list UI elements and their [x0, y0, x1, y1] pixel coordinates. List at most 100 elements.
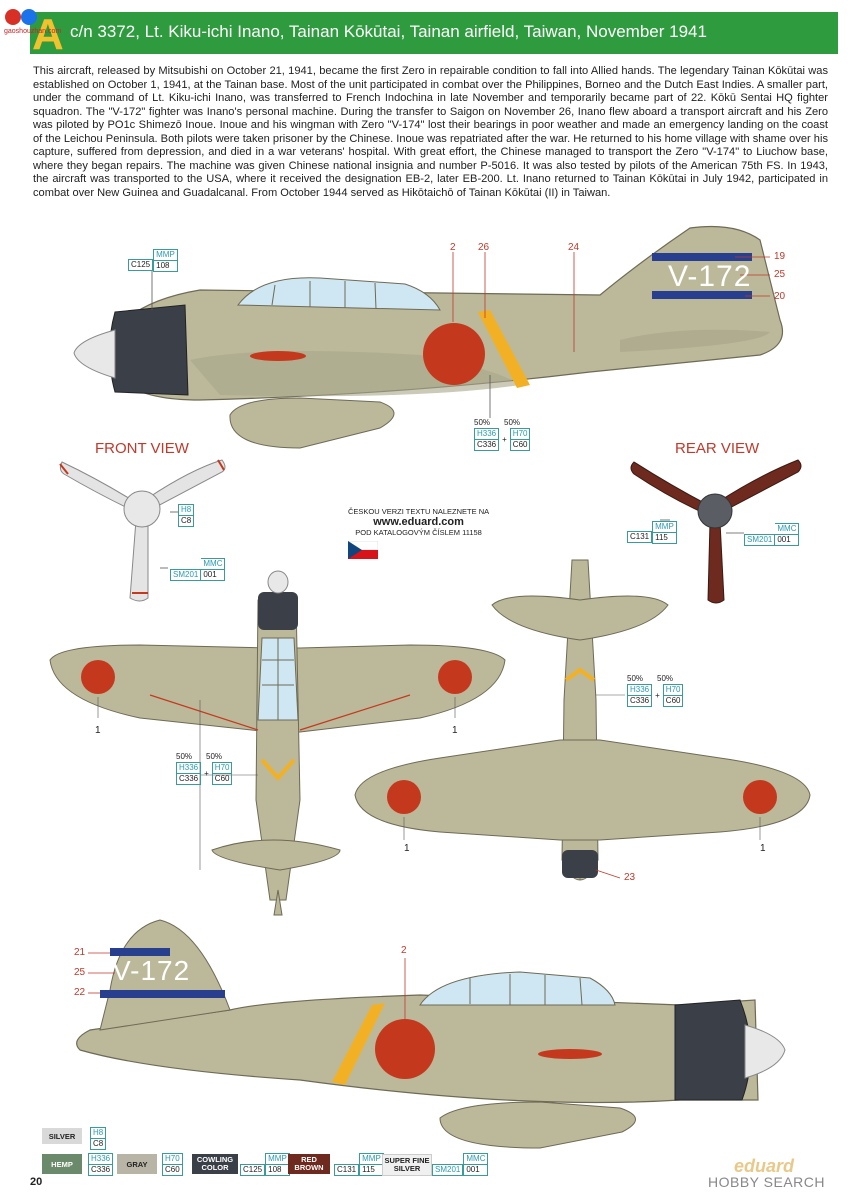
code-c60-2: C60 — [212, 773, 232, 783]
code-001-rear: 001 — [775, 534, 799, 545]
legend-gray: GRAY — [117, 1154, 157, 1174]
history-text: This aircraft, released by Mitsubishi on… — [33, 65, 828, 199]
pct-gray-3: 50% — [657, 674, 674, 683]
legend-silver: SILVER — [42, 1128, 82, 1144]
code-c8: C8 — [179, 515, 194, 525]
callout-1-bottom-right: 1 — [760, 843, 766, 854]
plus-sign-3: + — [655, 690, 660, 700]
callout-25-top: 25 — [774, 269, 786, 280]
legend-code-c125: C125 — [240, 1164, 266, 1176]
legend-code-h70: H70 — [162, 1153, 183, 1165]
czech-line1: ČESKOU VERZI TEXTU NALEZNETE NA — [348, 507, 490, 516]
legend-code-mmc: MMC — [463, 1153, 489, 1165]
code-c336-3: C336 — [628, 695, 652, 705]
legend-hemp-codes: H336 C336 — [88, 1153, 114, 1176]
site-watermark-logo: gaoshouzhan.com — [4, 6, 61, 35]
plus-sign: + — [502, 434, 507, 444]
legend-code-c131: C131 — [334, 1164, 360, 1176]
front-view-propeller — [59, 459, 226, 602]
code-sm201: SM201 — [170, 569, 202, 581]
callout-2-bottom: 2 — [401, 945, 407, 956]
legend-silver-codes: H8 C8 — [90, 1127, 107, 1150]
czech-flag-icon — [348, 541, 378, 559]
eduard-logo: eduard — [734, 1156, 795, 1176]
plus-sign-2: + — [204, 768, 209, 778]
front-view-label: FRONT VIEW — [95, 440, 189, 457]
pct-gray-2: 50% — [206, 752, 223, 761]
pct-hemp-2: 50% — [176, 752, 193, 761]
code-mmc-rear: MMC — [777, 524, 797, 533]
code-mmp: MMP — [156, 250, 175, 259]
code-h70: H70 — [512, 429, 528, 438]
pct-hemp-3: 50% — [627, 674, 644, 683]
callout-24: 24 — [568, 242, 580, 253]
tail-code-top: V-172 — [668, 260, 752, 293]
legend-code-108: 108 — [265, 1165, 290, 1176]
watermark-icon — [5, 9, 37, 25]
czech-line2: POD KATALOGOVÝM ČÍSLEM 11158 — [355, 528, 482, 537]
watermark-text: gaoshouzhan.com — [4, 28, 62, 35]
callout-1-bottom-left: 1 — [404, 843, 410, 854]
code-108: 108 — [154, 260, 177, 271]
legend-redbrown: RED BROWN — [288, 1154, 330, 1174]
hobbysearch-watermark: HOBBY SEARCH — [708, 1174, 825, 1190]
code-h70-3: H70 — [665, 685, 681, 694]
code-h336-3: H336 — [630, 685, 650, 694]
callout-2-top: 2 — [450, 242, 456, 253]
eduard-url[interactable]: www.eduard.com — [373, 516, 464, 528]
rear-view-label: REAR VIEW — [675, 440, 760, 457]
legend-cowling: COWLING COLOR — [192, 1154, 238, 1174]
legend-code-mmp-cowl: MMP — [265, 1153, 290, 1165]
code-c60: C60 — [510, 439, 530, 449]
legend-code-sm201: SM201 — [432, 1164, 464, 1176]
code-h70-2: H70 — [214, 763, 230, 772]
code-mmp-rear: MMP — [655, 522, 674, 531]
legend-superfine-silver: SUPER FINE SILVER — [382, 1154, 432, 1176]
code-h8: H8 — [181, 505, 192, 514]
legend-code-c336: C336 — [88, 1165, 114, 1176]
code-h336-2: H336 — [179, 763, 199, 772]
callout-25-bottom: 25 — [74, 967, 86, 978]
page-number: 20 — [30, 1176, 43, 1188]
callout-1-top-right: 1 — [452, 725, 458, 736]
code-c336-2: C336 — [177, 773, 201, 783]
legend-code-h336: H336 — [88, 1153, 114, 1165]
callout-21: 21 — [74, 947, 86, 958]
pct-hemp: 50% — [474, 418, 491, 427]
legend-code-001: 001 — [463, 1165, 489, 1176]
code-c125: C125 — [128, 259, 154, 271]
legend-code-c8: C8 — [90, 1139, 107, 1150]
callout-22: 22 — [74, 987, 86, 998]
tail-code-bottom: V-172 — [112, 955, 191, 986]
code-115: 115 — [653, 532, 676, 543]
paint-code-silver-front: H8 C8 — [178, 504, 195, 527]
legend-code-c60: C60 — [162, 1165, 183, 1176]
code-c336: C336 — [475, 439, 499, 449]
callout-19: 19 — [774, 251, 786, 262]
legend-hemp: HEMP — [42, 1154, 82, 1174]
page-title: c/n 3372, Lt. Kiku-ichi Inano, Tainan Kō… — [70, 22, 707, 41]
code-001: 001 — [201, 569, 225, 580]
code-sm201-rear: SM201 — [744, 534, 776, 546]
legend-gray-codes: H70 C60 — [162, 1153, 183, 1176]
callout-23: 23 — [624, 872, 636, 883]
legend-code-h8: H8 — [90, 1127, 107, 1139]
callout-26: 26 — [478, 242, 490, 253]
code-mmc: MMC — [203, 559, 223, 568]
rear-view-propeller — [630, 459, 802, 604]
czech-note: ČESKOU VERZI TEXTU NALEZNETE NA www.edua… — [348, 507, 489, 559]
code-h336: H336 — [477, 429, 497, 438]
legend-code-115: 115 — [359, 1165, 384, 1176]
pct-gray: 50% — [504, 418, 521, 427]
